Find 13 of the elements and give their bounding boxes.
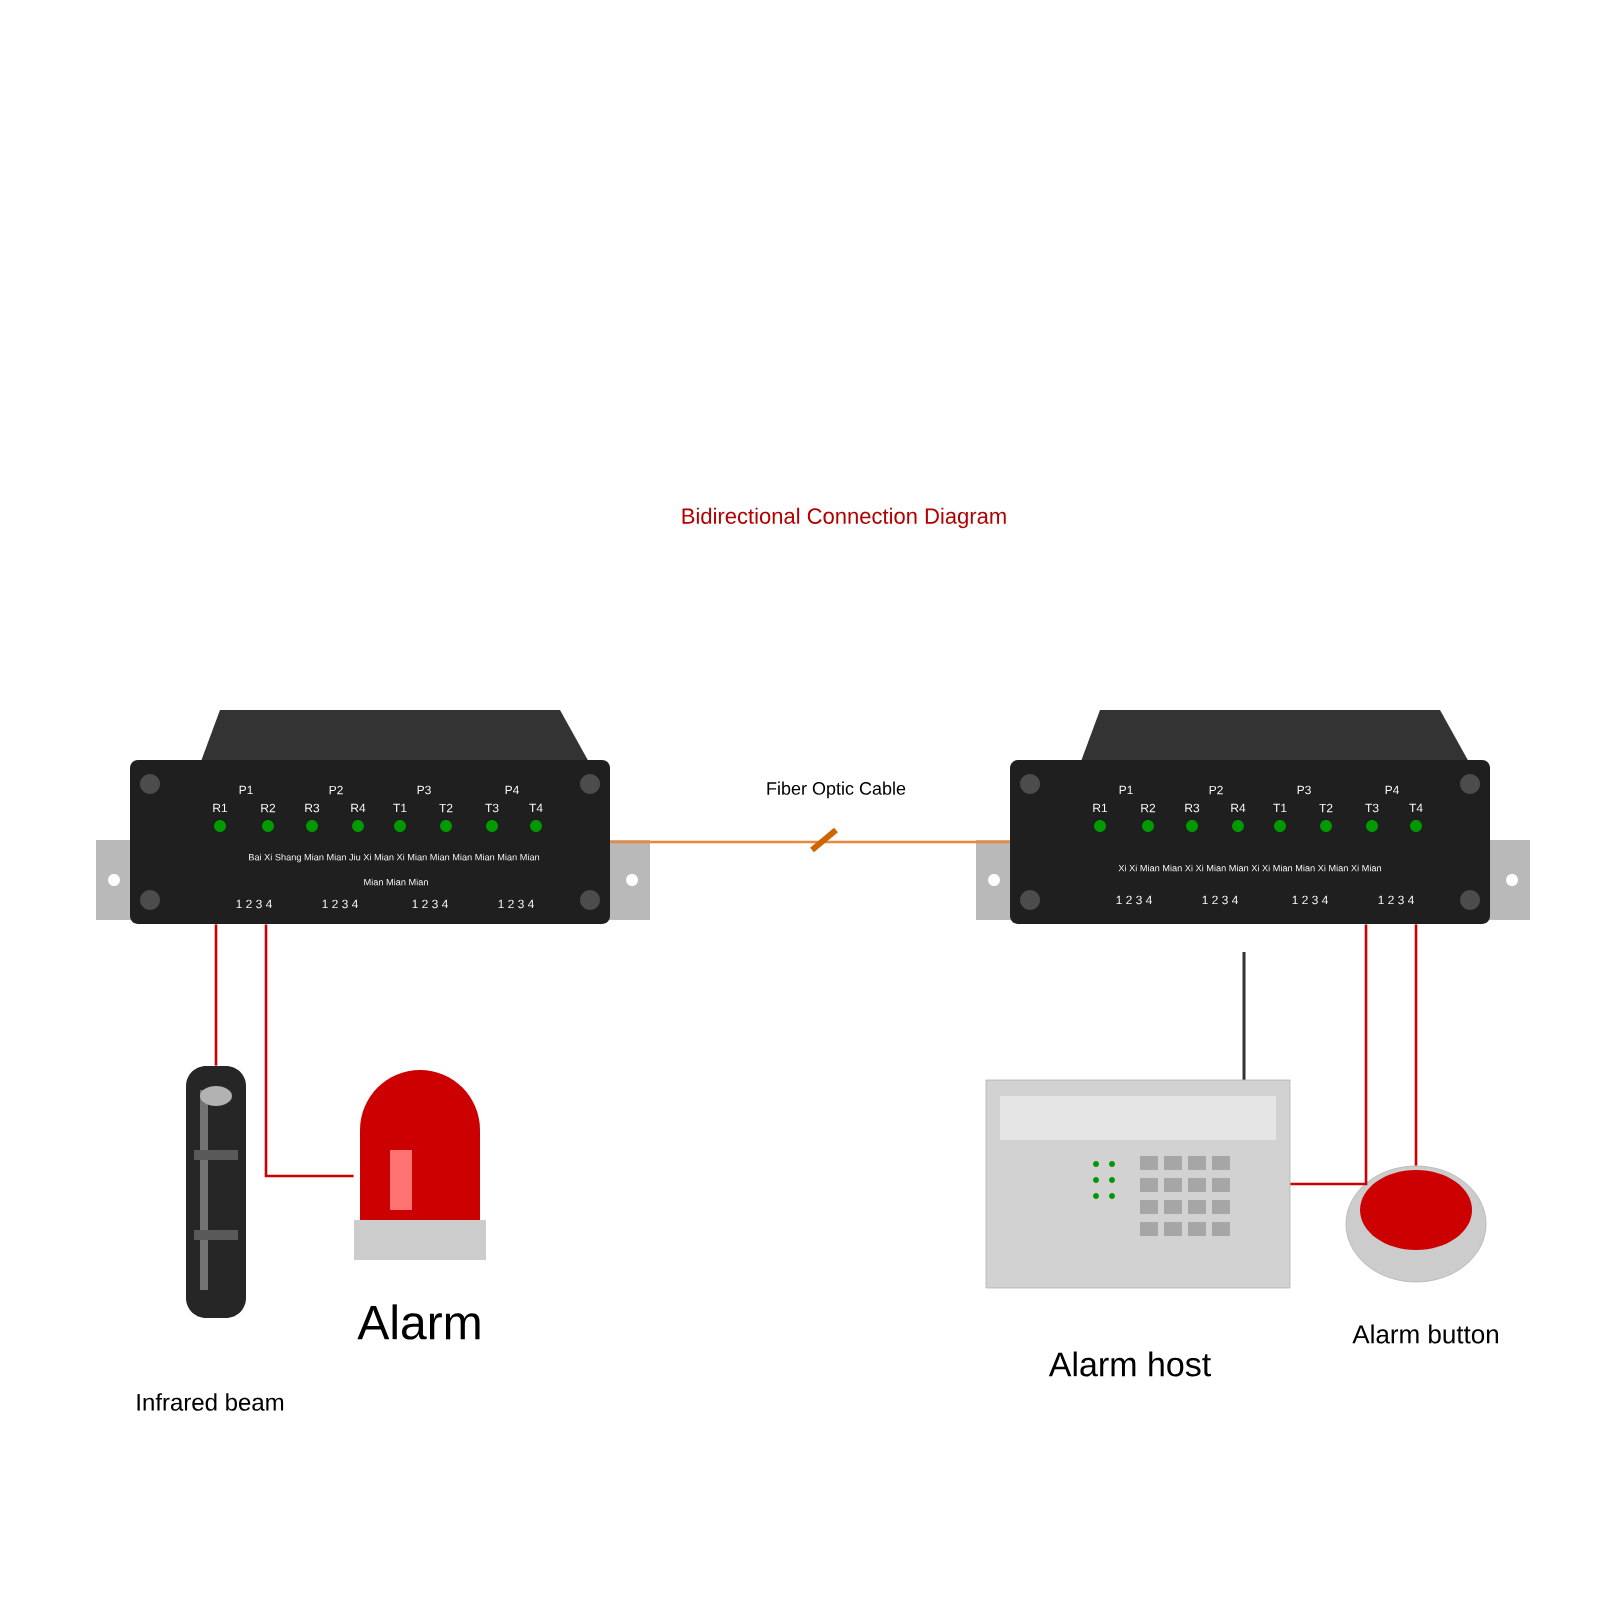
fiber-converter-drawing: [96, 710, 650, 924]
title: Bidirectional Connection Diagram: [682, 507, 1006, 529]
fiber-converter-drawing: [976, 710, 1530, 924]
infrared-beam-drawing: [186, 1066, 246, 1318]
device-caption: Alarm button: [1352, 1324, 1498, 1344]
device-caption: Alarm: [357, 1304, 480, 1340]
alarm-button-drawing: [1345, 1165, 1487, 1283]
device-caption: Alarm host: [1048, 1351, 1211, 1377]
device-caption: Infrared beam: [137, 1393, 284, 1411]
connector-line: [610, 840, 1010, 844]
edge-label: Fiber Optic Cable: [767, 781, 906, 799]
alarm-host-drawing: [985, 952, 1291, 1289]
alarm-light-drawing: [354, 1070, 486, 1260]
